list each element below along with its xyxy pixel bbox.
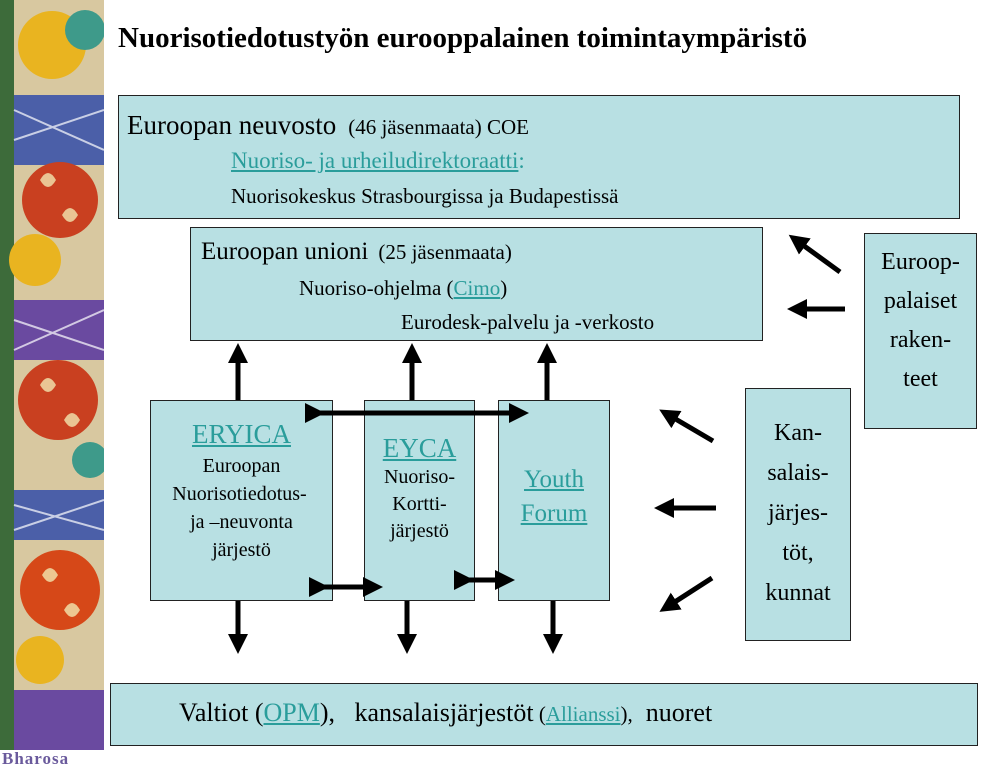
eu-programme-prefix: Nuoriso-ohjelma ( — [299, 276, 454, 300]
european-structures-line2: palaiset — [883, 288, 958, 314]
eyca-line2: Kortti- — [392, 493, 447, 515]
eyca-box: EYCA Nuoriso- Kortti- järjestö — [364, 400, 475, 601]
eu-programme-suffix: ) — [500, 276, 508, 300]
bottom-close: ), — [620, 702, 633, 726]
page-title: Nuorisotiedotustyön eurooppalainen toimi… — [118, 22, 808, 54]
european-structures-box: Euroop- palaiset raken- teet — [864, 233, 977, 429]
cimo-link[interactable]: Cimo — [453, 276, 501, 300]
youth-forum-link-line1[interactable]: Youth — [524, 466, 584, 493]
opm-link[interactable]: OPM — [263, 698, 320, 727]
eyca-link[interactable]: EYCA — [382, 433, 457, 463]
ngos-line1: Kan- — [774, 420, 822, 446]
bottom-end: nuoret — [632, 698, 713, 727]
arrow-structures-diag — [788, 234, 842, 275]
arrow-ngos-diag-up — [659, 409, 715, 444]
eyca-line3: järjestö — [390, 520, 449, 542]
coe-directorate-link[interactable]: Nuoriso- ja urheiludirektoraatti — [231, 148, 519, 173]
eurodesk-label: Eurodesk-palvelu ja -verkosto — [401, 310, 655, 334]
ngos-box: Kan- salais- järjes- töt, kunnat — [745, 388, 851, 641]
youth-forum-box: Youth Forum — [498, 400, 610, 601]
european-structures-line1: Euroop- — [881, 249, 960, 275]
coe-name: Euroopan neuvosto — [127, 110, 337, 140]
youth-forum-link-line2[interactable]: Forum — [520, 500, 588, 527]
eyca-line1: Nuoriso- — [383, 466, 456, 488]
ngos-line4: töt, — [782, 540, 814, 566]
european-structures-line4: teet — [903, 366, 938, 392]
bottom-mid: ), kansalaisjärjestöt — [319, 698, 534, 727]
decorative-pattern-strip — [0, 0, 104, 750]
eryica-link[interactable]: ERYICA — [191, 419, 291, 449]
allianssi-link[interactable]: Allianssi — [545, 702, 621, 726]
ngos-line5: kunnat — [765, 580, 831, 606]
ngos-line2: salais- — [767, 460, 829, 486]
eryica-box: ERYICA Euroopan Nuorisotiedotus- ja –neu… — [150, 400, 333, 601]
coe-members: (46 jäsenmaata) COE — [348, 115, 529, 139]
brand-logo: Bharosa — [2, 749, 70, 768]
eu-members: (25 jäsenmaata) — [378, 240, 512, 264]
coe-centres: Nuorisokeskus Strasbourgissa ja Budapest… — [231, 184, 619, 208]
eryica-line4: järjestö — [212, 539, 271, 561]
eu-name: Euroopan unioni — [201, 238, 369, 265]
bottom-box: Valtiot (OPM), kansalaisjärjestöt (Allia… — [110, 683, 978, 746]
ngos-line3: järjes- — [768, 500, 828, 526]
eryica-line3: ja –neuvonta — [190, 511, 293, 533]
eu-box: Euroopan unioni (25 jäsenmaata) Nuoriso-… — [190, 227, 763, 341]
coe-box: Euroopan neuvosto (46 jäsenmaata) COE Nu… — [118, 95, 960, 219]
arrow-ngos-diag-down — [659, 575, 714, 612]
bottom-open: ( — [533, 702, 546, 726]
bottom-prefix: Valtiot ( — [179, 698, 264, 727]
eryica-line1: Euroopan — [202, 455, 281, 477]
eryica-line2: Nuorisotiedotus- — [172, 483, 307, 505]
european-structures-line3: raken- — [889, 327, 952, 353]
coe-directorate-colon: : — [518, 148, 525, 173]
